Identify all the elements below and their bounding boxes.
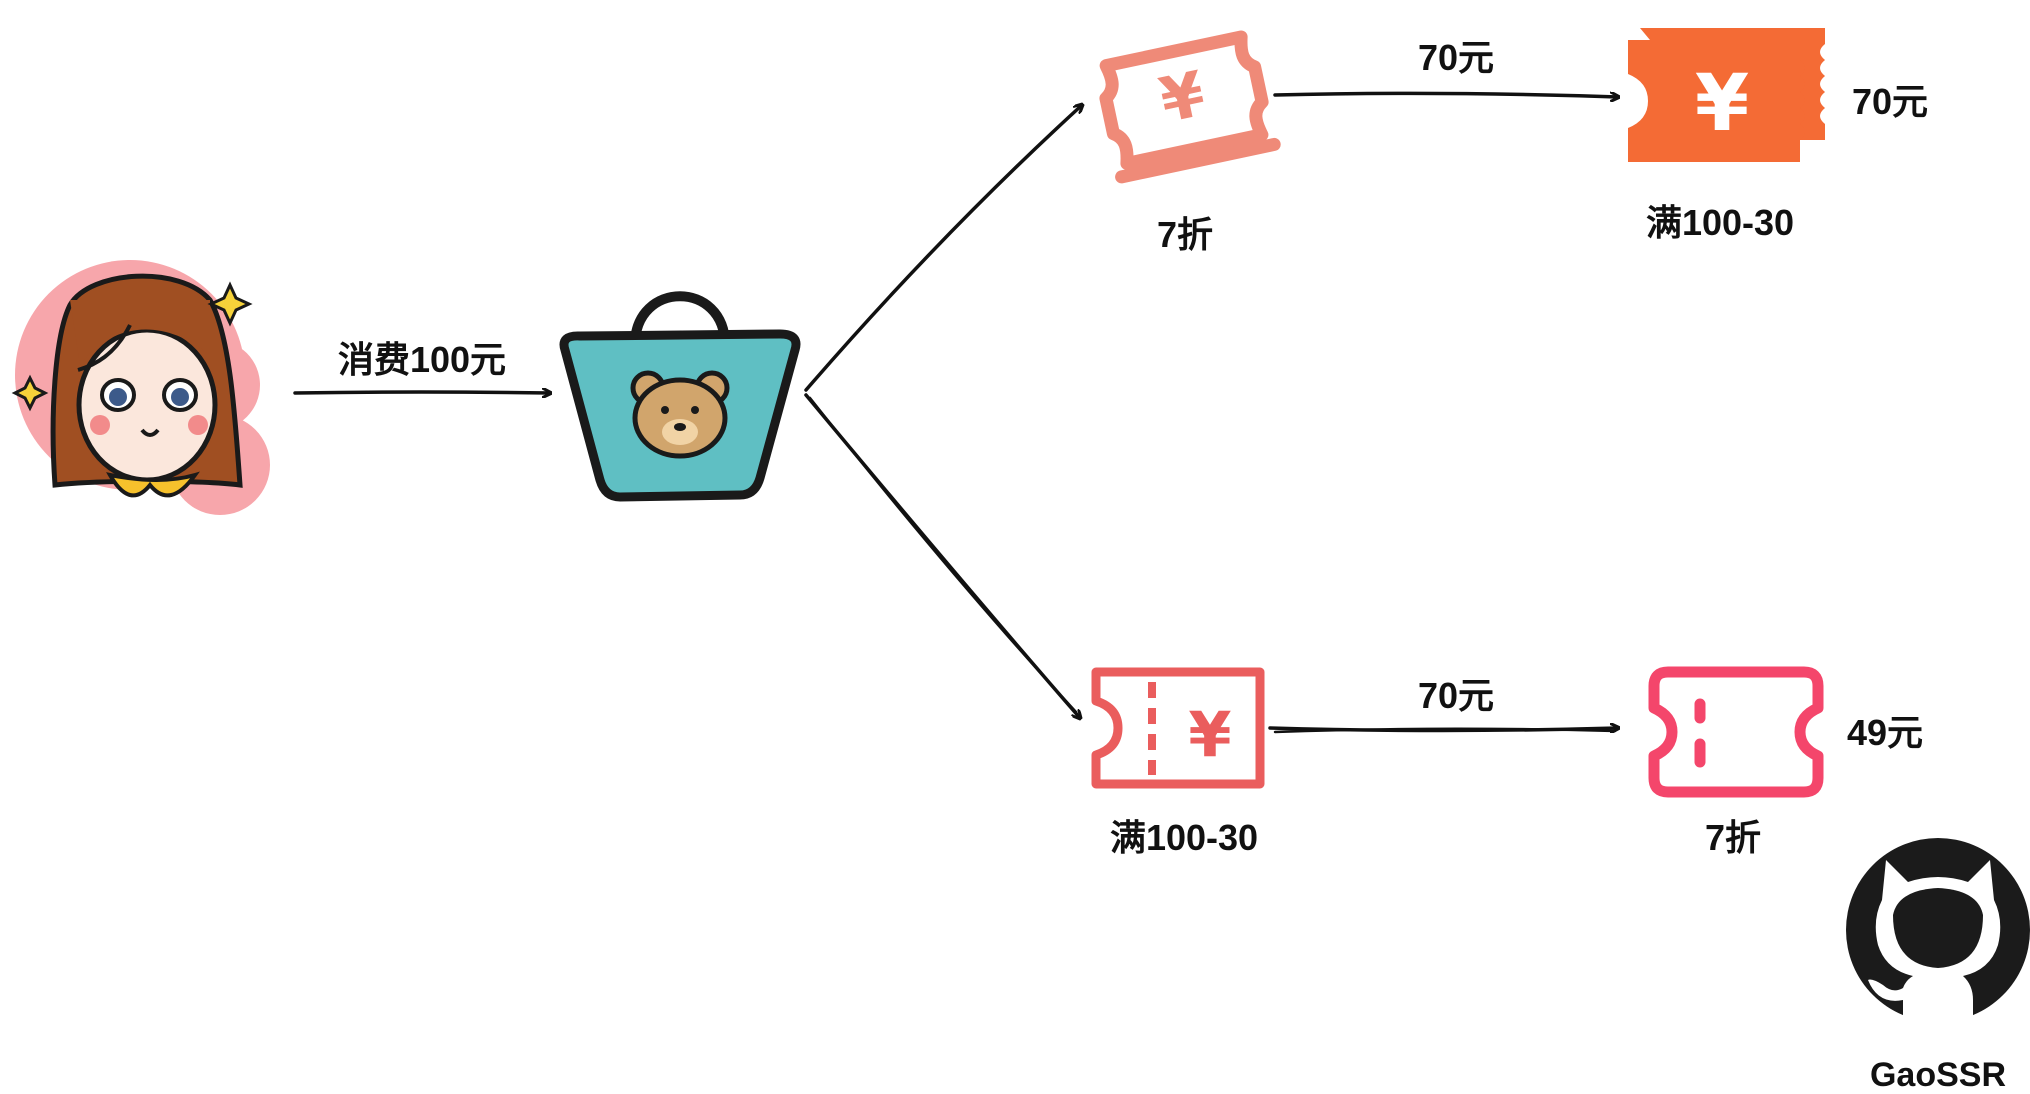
arrow-bag-to-top [804,105,1082,392]
bottom-second-coupon-label: 7折 [1704,817,1762,858]
bottom-mid-amount-label: 70元 [1417,675,1495,716]
flow-arrows [293,91,1618,734]
ticket-icon: ¥ [1091,667,1265,789]
svg-text:¥: ¥ [1188,698,1231,771]
top-second-coupon-label: 满100-30 [1645,202,1795,243]
github-icon [1846,838,2030,1022]
girl-avatar-icon [15,260,270,515]
coupon-icon: ¥ [1628,28,1825,162]
shopping-bag-icon [559,291,801,502]
spend-label: 消费100元 [337,339,507,380]
arrow-top-middle [1273,91,1618,97]
bottom-result-label: 49元 [1846,712,1924,753]
sparkle-icon [11,374,49,412]
arrow-girl-to-bag [293,392,550,393]
author-label: GaoSSR [1869,1056,2007,1094]
discount-ticket-icon: ¥ [1099,30,1281,184]
top-mid-amount-label: 70元 [1417,37,1495,78]
top-result-label: 70元 [1851,81,1929,122]
top-first-coupon-label: 7折 [1156,214,1214,255]
sparkle-icon [207,281,253,327]
svg-text:¥: ¥ [1154,57,1211,137]
bottom-first-coupon-label: 满100-30 [1109,817,1259,858]
svg-text:¥: ¥ [1695,59,1749,149]
ticket-icon [1648,666,1824,798]
